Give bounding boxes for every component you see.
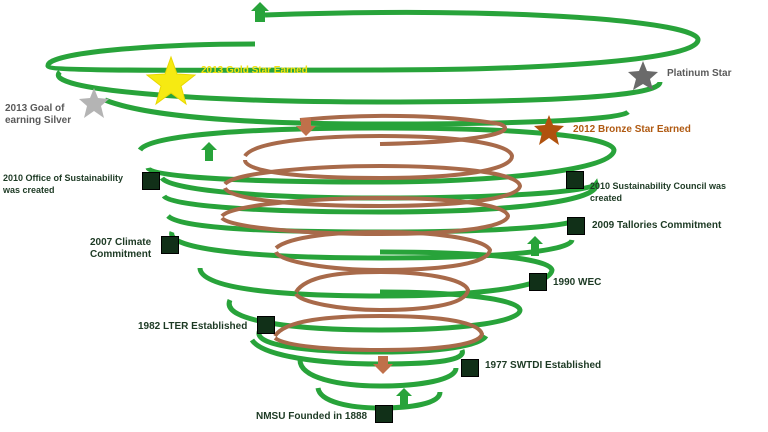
brown-spiral-ring-7	[273, 313, 485, 353]
swtdi-label: 1977 SWTDI Established	[485, 360, 602, 371]
green-spiral-ring-4	[137, 125, 617, 185]
green-spiral-ring-2	[55, 70, 663, 105]
green-spiral-ring-8	[197, 249, 555, 299]
brown-spiral-ring-5	[274, 229, 493, 273]
platinum-star-icon	[628, 61, 658, 90]
gold-star-icon	[145, 55, 197, 106]
silver-goal-line1: 2013 Goal of	[5, 103, 65, 114]
arrow-down-icon	[296, 118, 316, 136]
square-marker-icon	[257, 316, 275, 334]
brown-spiral-ring-6	[294, 269, 471, 313]
arrow-down-icon	[373, 356, 393, 374]
brown-spiral-ring-2	[243, 133, 515, 181]
brown-spiral-ring-4	[220, 195, 511, 237]
platinum-star-label: Platinum Star	[667, 68, 732, 79]
climate-line2: Commitment	[90, 249, 152, 260]
nmsu-founded-label: NMSU Founded in 1888	[256, 411, 368, 422]
lter-label: 1982 LTER Established	[138, 321, 248, 332]
office-line2: was created	[3, 185, 55, 195]
silver-goal-line2: earning Silver	[5, 115, 72, 126]
square-marker-icon	[529, 273, 547, 291]
square-marker-icon	[375, 405, 393, 423]
square-marker-icon	[161, 236, 179, 254]
office-line1: 2010 Office of Sustainability	[3, 173, 124, 183]
council-line1: 2010 Sustainability Council was	[590, 181, 727, 191]
square-marker-icon	[567, 217, 585, 235]
silver-goal-label: 2013 Goal of earning Silver	[5, 103, 71, 127]
arrow-up-icon	[201, 142, 217, 161]
climate-commitment-label: 2007 Climate Commitment	[90, 237, 151, 261]
bronze-star-label: 2012 Bronze Star Earned	[573, 124, 691, 135]
silver-star-icon	[79, 88, 109, 118]
green-spiral-ring-7	[169, 231, 575, 261]
office-sustainability-label: 2010 Office of Sustainability was create…	[3, 172, 123, 196]
square-marker-icon	[142, 172, 160, 190]
green-spiral-ring-12	[297, 359, 459, 389]
bronze-star-icon	[534, 115, 564, 145]
green-spiral-ring-5	[159, 176, 599, 215]
sustainability-council-label: 2010 Sustainability Council was created	[590, 180, 726, 204]
arrow-up-icon	[527, 236, 543, 256]
green-spiral-ring-3	[104, 97, 630, 127]
brown-spiral-ring-3	[223, 163, 523, 209]
gold-star-label: 2013 Gold Star Earned	[201, 65, 308, 76]
square-marker-icon	[461, 359, 479, 377]
green-spiral-ring-1	[45, 9, 701, 73]
wec-label: 1990 WEC	[553, 277, 602, 288]
council-line2: created	[590, 193, 623, 203]
arrow-up-icon	[396, 388, 412, 408]
talloires-label: 2009 Tallories Commitment	[592, 220, 722, 231]
climate-line1: 2007 Climate	[90, 237, 152, 248]
arrow-up-icon	[251, 2, 269, 22]
square-marker-icon	[566, 171, 584, 189]
